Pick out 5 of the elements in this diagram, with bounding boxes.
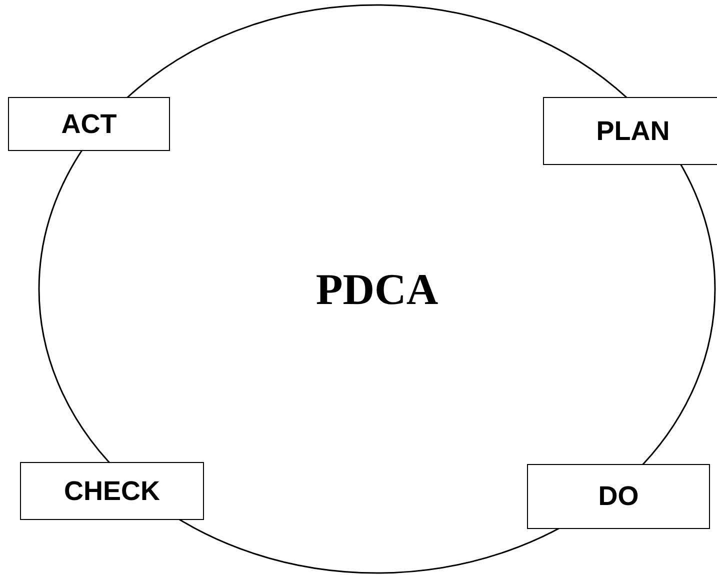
label-box: PLAN (543, 97, 717, 165)
label-box: ACT (8, 97, 170, 151)
cycle-title: PDCA (316, 264, 438, 314)
label-box: CHECK (20, 462, 204, 520)
label-box: DO (527, 464, 710, 529)
